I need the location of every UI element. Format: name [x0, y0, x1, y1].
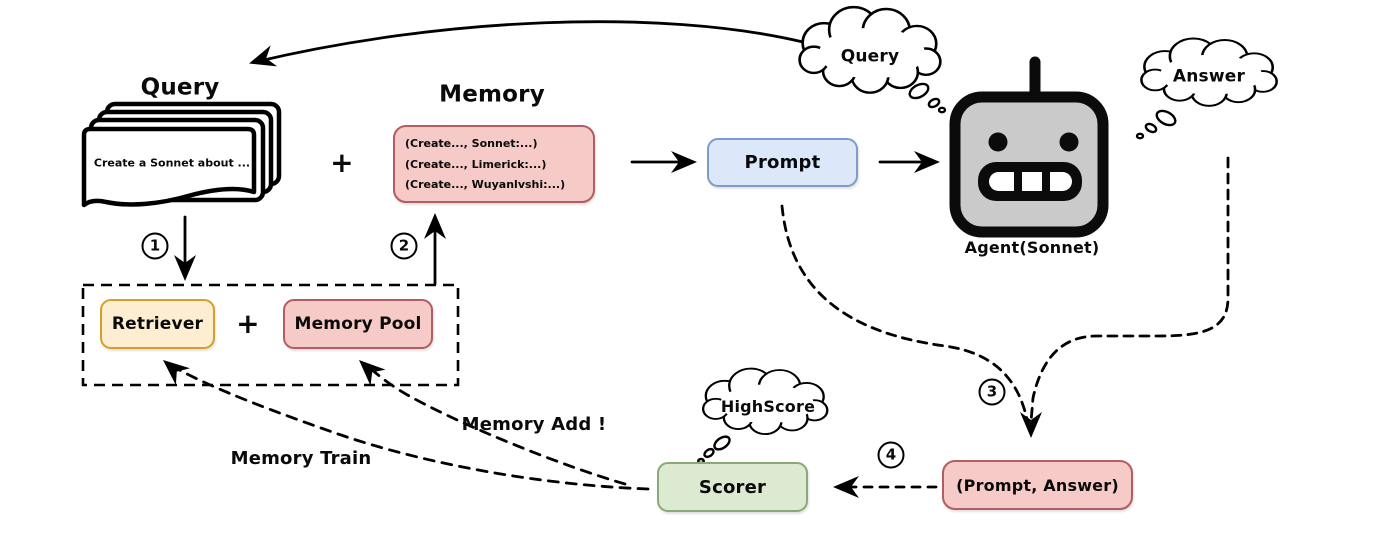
plus-operator-bottom: + — [236, 307, 260, 340]
step-badge-2: 2 — [390, 232, 418, 260]
cloud-highscore-text: HighScore — [720, 397, 816, 416]
robot-mouth — [978, 162, 1082, 201]
step-badge-1: 1 — [141, 232, 169, 260]
dashed-arrow-step4-pair-to-scorer — [833, 476, 938, 498]
arrow-step1-query-to-retriever — [174, 215, 196, 281]
plus-operator-top: + — [330, 146, 354, 179]
memory-item: (Create..., Limerick:...) — [405, 157, 547, 171]
scorer-box: Scorer — [657, 462, 808, 512]
thought-bubbles-query — [908, 82, 947, 114]
memory-item: (Create..., Sonnet:...) — [405, 137, 538, 151]
arrow-memory-to-prompt — [630, 151, 697, 173]
agent-robot-icon — [949, 56, 1109, 238]
robot-left-eye — [988, 132, 1008, 152]
query-documents-icon — [81, 101, 282, 208]
arrow-prompt-to-agent — [878, 151, 940, 173]
dashed-answer-branch — [1029, 156, 1230, 424]
step-badge-3: 3 — [978, 378, 1006, 406]
query-title: Query — [140, 74, 220, 101]
dashed-memory-train-curve — [155, 351, 650, 491]
retriever-box: Retriever — [100, 299, 215, 349]
retriever-pool-dashed-container — [81, 283, 460, 387]
memory-add-label: Memory Add ! — [461, 414, 607, 435]
dashed-memory-add-curve — [351, 351, 627, 486]
cloud-answer-text: Answer — [1172, 66, 1246, 87]
prompt-answer-box: (Prompt, Answer) — [942, 460, 1133, 510]
memory-item: (Create..., Wuyanlvshi:...) — [405, 177, 566, 191]
prompt-box: Prompt — [707, 138, 858, 187]
cloud-query-text: Query — [840, 46, 900, 67]
memory-box: (Create..., Sonnet:...) (Create..., Lime… — [393, 125, 595, 203]
memory-train-label: Memory Train — [230, 448, 372, 469]
robot-right-eye — [1059, 132, 1079, 152]
arrow-step2-pool-to-memory — [424, 213, 446, 286]
memory-title: Memory — [439, 81, 545, 108]
memory-pool-box: Memory Pool — [283, 299, 433, 349]
query-document-text: Create a Sonnet about ... — [93, 156, 251, 170]
step-badge-4: 4 — [877, 441, 905, 469]
feedback-arrow-agent-to-query — [245, 20, 805, 75]
agent-caption: Agent(Sonnet) — [964, 238, 1100, 257]
dashed-prompt-branch — [780, 204, 1030, 426]
thought-bubbles-answer — [1135, 109, 1177, 140]
